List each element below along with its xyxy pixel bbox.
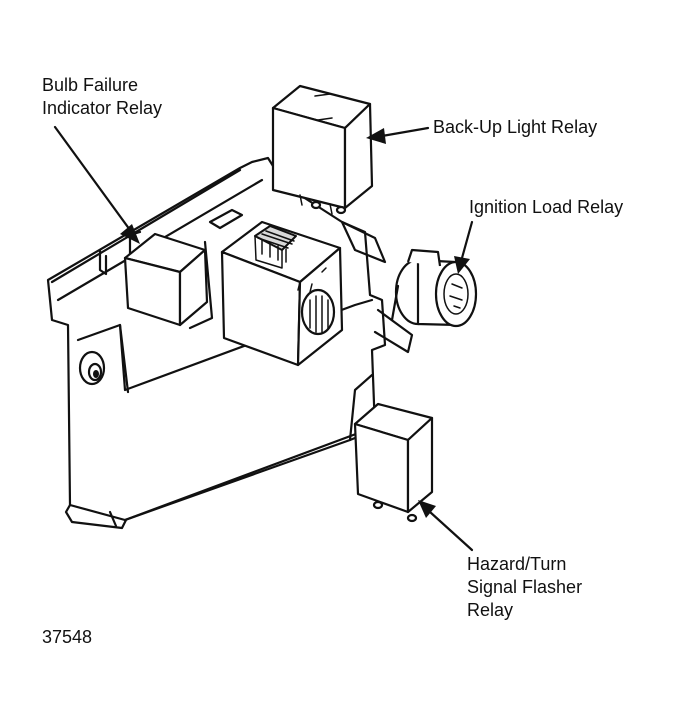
mounting-screw — [78, 350, 106, 386]
hazard-label-line2: Signal Flasher — [467, 577, 583, 597]
backup-light-label: Back-Up Light Relay — [433, 117, 598, 137]
hazard-flasher-relay — [353, 402, 434, 523]
hazard-label-line1: Hazard/Turn — [467, 554, 567, 574]
bulb-failure-relay — [123, 232, 214, 330]
bulb-failure-label-line2: Indicator Relay — [42, 98, 163, 118]
backup-light-relay — [271, 84, 374, 215]
hazard-label-line3: Relay — [467, 600, 514, 620]
ignition-load-relay — [390, 248, 478, 328]
ignition-load-label: Ignition Load Relay — [469, 197, 624, 217]
figure-number: 37548 — [42, 627, 93, 647]
leader-arrows — [53, 125, 474, 552]
bulb-failure-label-line1: Bulb Failure — [42, 75, 139, 95]
center-connector-block — [220, 220, 344, 367]
